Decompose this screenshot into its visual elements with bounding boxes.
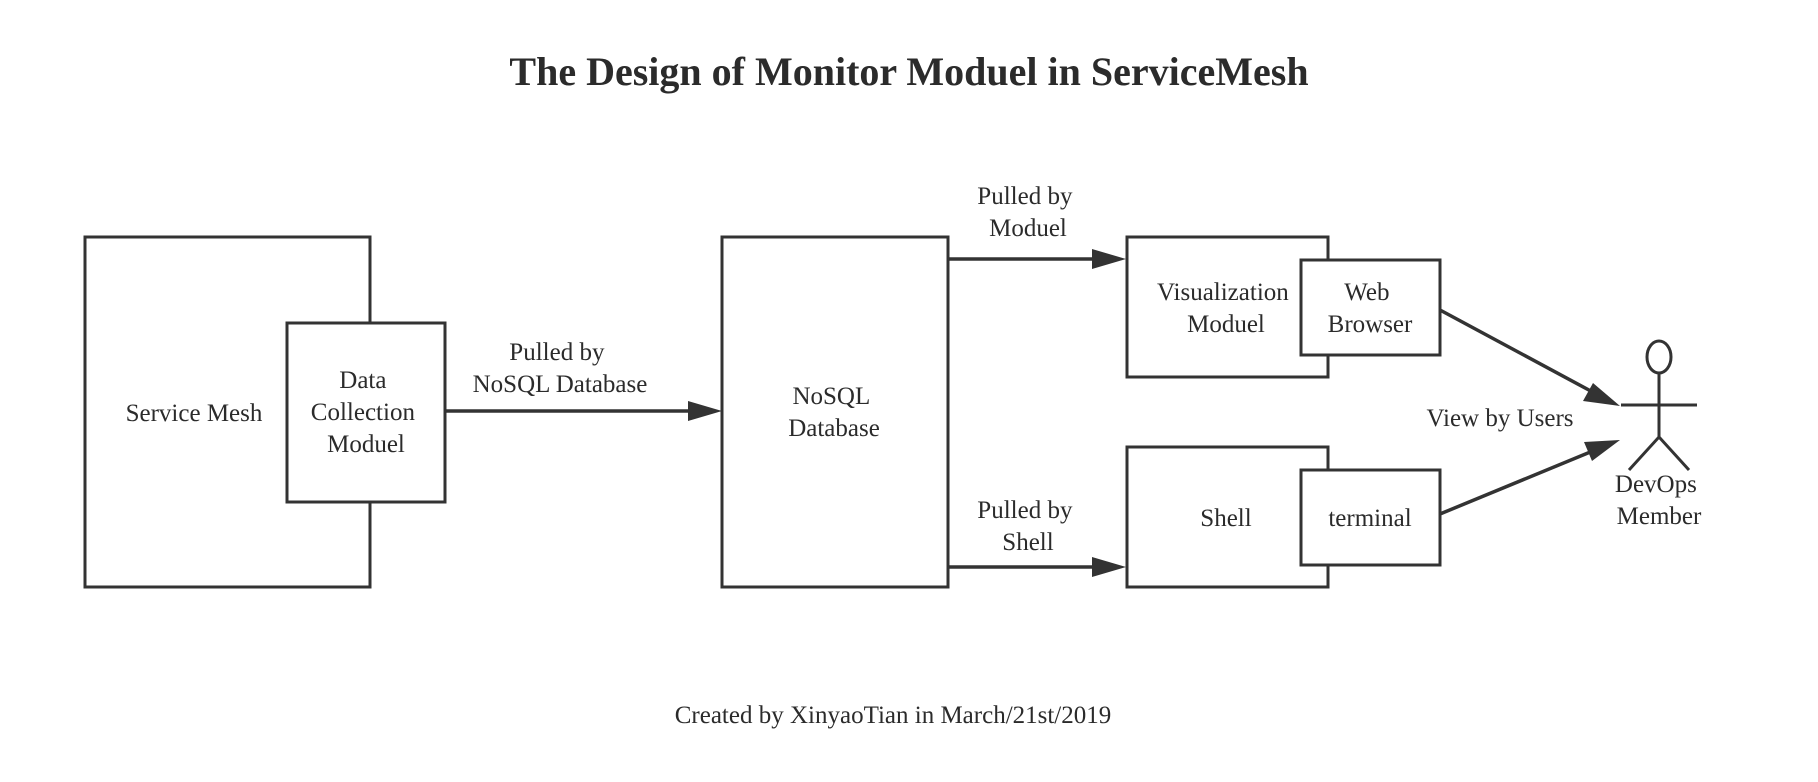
service-mesh-label: Service Mesh [126,400,263,427]
shell-node: Shell [1125,445,1330,589]
terminal-node: terminal [1299,468,1442,567]
edge-to-visualization-arrowhead [1092,249,1126,269]
edge-terminal-to-user-line [1439,446,1601,516]
devops-member-label: DevOps Member [1615,471,1703,530]
diagram-title: The Design of Monitor Moduel in ServiceM… [509,49,1308,94]
edge-to-visualization: Pulled by Moduel [948,183,1126,269]
edge-to-visualization-label-2: Moduel [989,215,1067,242]
visualization-label: Visualization Moduel [1157,279,1295,338]
visualization-box [1125,235,1330,379]
edge-browser-to-user-arrowhead [1583,383,1620,406]
edge-to-database-label-1: Pulled by [509,339,605,366]
edge-to-shell-label: Pulled by Shell [977,497,1078,556]
visualization-line-2: Moduel [1187,311,1265,338]
visualization-node: Visualization Moduel [1125,235,1330,379]
nosql-database-label: NoSQL Database [788,383,880,442]
footer-credit: Created by XinyaoTian in March/21st/2019 [675,702,1112,729]
devops-member-line-2: Member [1617,503,1702,530]
edge-view-by-users: View by Users [1426,308,1620,516]
nosql-database-line-1: NoSQL [792,383,869,410]
stick-figure-icon [1621,339,1697,472]
web-browser-line-1: Web [1344,279,1389,306]
edge-to-visualization-label-1: Pulled by [977,183,1073,210]
edge-to-shell-label-1: Pulled by [977,497,1073,524]
data-collection-line-2: Collection [311,399,416,426]
nosql-database-box [720,235,950,589]
web-browser-node: Web Browser [1299,258,1442,357]
edge-to-shell: Pulled by Shell [948,497,1126,577]
shell-box [1125,445,1330,589]
edge-to-shell-label-2: Shell [1002,529,1053,556]
shell-label: Shell [1200,505,1251,532]
data-collection-line-1: Data [339,367,386,394]
nosql-database-node: NoSQL Database [720,235,950,589]
visualization-line-1: Visualization [1157,279,1289,306]
edge-to-database: Pulled by NoSQL Database [445,339,722,421]
data-collection-label: Data Collection Moduel [311,367,421,458]
devops-member-actor: DevOps Member [1615,339,1703,530]
data-collection-line-3: Moduel [327,431,405,458]
terminal-label: terminal [1328,505,1411,532]
devops-member-line-1: DevOps [1615,471,1697,498]
web-browser-line-2: Browser [1328,311,1413,338]
data-collection-box [285,321,447,504]
web-browser-box [1299,258,1442,357]
edge-to-visualization-label: Pulled by Moduel [977,183,1078,242]
nosql-database-line-2: Database [788,415,880,442]
edge-terminal-to-user-arrowhead [1584,440,1620,461]
edge-browser-to-user-line [1439,308,1601,398]
edge-to-database-label-2: NoSQL Database [473,371,648,398]
edge-to-database-label: Pulled by NoSQL Database [473,339,648,398]
view-by-users-label: View by Users [1426,405,1573,432]
terminal-box [1299,468,1442,567]
edge-to-database-arrowhead [688,401,722,421]
web-browser-label: Web Browser [1328,279,1413,338]
data-collection-node: Data Collection Moduel [285,321,447,504]
edge-to-shell-arrowhead [1092,557,1126,577]
